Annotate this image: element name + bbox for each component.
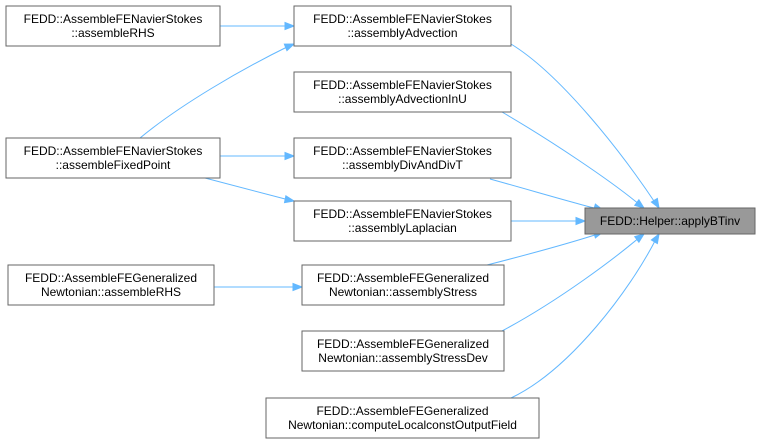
arrow-head [650, 197, 660, 210]
node-label-line: ::assembleFixedPoint [56, 158, 171, 172]
node-box[interactable] [293, 71, 512, 113]
node-box[interactable] [5, 137, 221, 179]
node-assemblyLaplacian[interactable]: FEDD::AssembleFENavierStokes::assemblyLa… [293, 200, 512, 242]
node-assemblyStress[interactable]: FEDD::AssembleFEGeneralizedNewtonian::as… [301, 264, 505, 306]
node-box[interactable] [7, 264, 215, 306]
node-box[interactable] [293, 137, 512, 179]
edge-line [489, 178, 599, 210]
node-box[interactable] [5, 5, 221, 47]
node-gnAssembleRHS[interactable]: FEDD::AssembleFEGeneralizedNewtonian::as… [7, 264, 215, 306]
edge-nsAssembleFixedPoint-to-assemblyAdvection [139, 43, 296, 139]
edge-assemblyAdvection-to-applyBTinv [510, 43, 660, 210]
node-label-line: FEDD::AssembleFENavierStokes [313, 78, 492, 92]
node-label-line: FEDD::AssembleFENavierStokes [24, 12, 203, 26]
arrow-head [283, 43, 296, 52]
node-box[interactable] [265, 397, 540, 439]
edge-line [501, 236, 641, 332]
edge-nsAssembleFixedPoint-to-assemblyLaplacian [204, 177, 296, 204]
arrow-head [292, 282, 304, 292]
node-label-line: FEDD::AssembleFENavierStokes [313, 144, 492, 158]
node-label-line: Newtonian::computeLocalconstOutputField [288, 418, 517, 432]
arrow-head [284, 21, 296, 31]
node-applyBTinv[interactable]: FEDD::Helper::applyBTinv [584, 207, 756, 235]
node-computeLocalconstOutputField[interactable]: FEDD::AssembleFEGeneralizedNewtonian::co… [265, 397, 540, 439]
nodes-layer: FEDD::Helper::applyBTinvFEDD::AssembleFE… [5, 5, 756, 439]
node-label-line: Newtonian::assemblyStress [329, 285, 477, 299]
node-label-line: Newtonian::assemblyStressDev [318, 351, 487, 365]
arrow-head [575, 216, 587, 226]
node-assemblyStressDev[interactable]: FEDD::AssembleFEGeneralizedNewtonian::as… [301, 330, 505, 372]
edge-line [510, 43, 657, 205]
node-nsAssembleFixedPoint[interactable]: FEDD::AssembleFENavierStokes::assembleFi… [5, 137, 221, 179]
node-assemblyAdvectionInU[interactable]: FEDD::AssembleFENavierStokes::assemblyAd… [293, 71, 512, 113]
node-label-line: FEDD::AssembleFENavierStokes [313, 207, 492, 221]
edge-line [510, 238, 657, 399]
node-label-line: Newtonian::assembleRHS [41, 285, 181, 299]
node-label-line: ::assemblyAdvectionInU [338, 92, 467, 106]
edge-assemblyStressDev-to-applyBTinv [501, 233, 646, 332]
node-label-line: ::assemblyDivAndDivT [342, 158, 463, 172]
arrow-head [284, 151, 296, 161]
node-label-line: ::assembleRHS [71, 26, 154, 40]
node-label-line: FEDD::AssembleFENavierStokes [313, 12, 492, 26]
node-label-line: FEDD::AssembleFEGeneralized [316, 404, 488, 418]
edge-computeLocalconstOutputField-to-applyBTinv [510, 232, 660, 399]
node-box[interactable] [301, 330, 505, 372]
node-label-line: ::assemblyAdvection [347, 26, 457, 40]
arrow-head [633, 198, 646, 209]
node-box[interactable] [584, 207, 756, 235]
arrow-head [650, 232, 660, 245]
node-box[interactable] [301, 264, 505, 306]
edge-nsAssembleRHS-to-assemblyAdvection [220, 21, 296, 31]
edge-line [139, 45, 290, 139]
node-label-line: FEDD::AssembleFEGeneralized [317, 337, 489, 351]
node-box[interactable] [293, 200, 512, 242]
arrow-head [283, 194, 296, 204]
node-label-line: FEDD::Helper::applyBTinv [600, 214, 740, 228]
node-assemblyDivAndDivT[interactable]: FEDD::AssembleFENavierStokes::assemblyDi… [293, 137, 512, 179]
edge-line [501, 111, 641, 206]
node-label-line: FEDD::AssembleFEGeneralized [317, 271, 489, 285]
node-assemblyAdvection[interactable]: FEDD::AssembleFENavierStokes::assemblyAd… [293, 5, 512, 47]
edge-line [204, 177, 290, 201]
edge-gnAssembleRHS-to-assemblyStress [214, 282, 304, 292]
node-box[interactable] [293, 5, 512, 47]
arrow-head [633, 233, 646, 244]
edge-assemblyAdvectionInU-to-applyBTinv [501, 111, 646, 209]
edge-line [486, 233, 599, 266]
node-nsAssembleRHS[interactable]: FEDD::AssembleFENavierStokes::assembleRH… [5, 5, 221, 47]
node-label-line: ::assemblyLaplacian [348, 221, 457, 235]
node-label-line: FEDD::AssembleFENavierStokes [24, 144, 203, 158]
node-label-line: FEDD::AssembleFEGeneralized [25, 271, 197, 285]
edge-nsAssembleFixedPoint-to-assemblyDivAndDivT [220, 151, 296, 161]
edge-assemblyLaplacian-to-applyBTinv [511, 216, 587, 226]
